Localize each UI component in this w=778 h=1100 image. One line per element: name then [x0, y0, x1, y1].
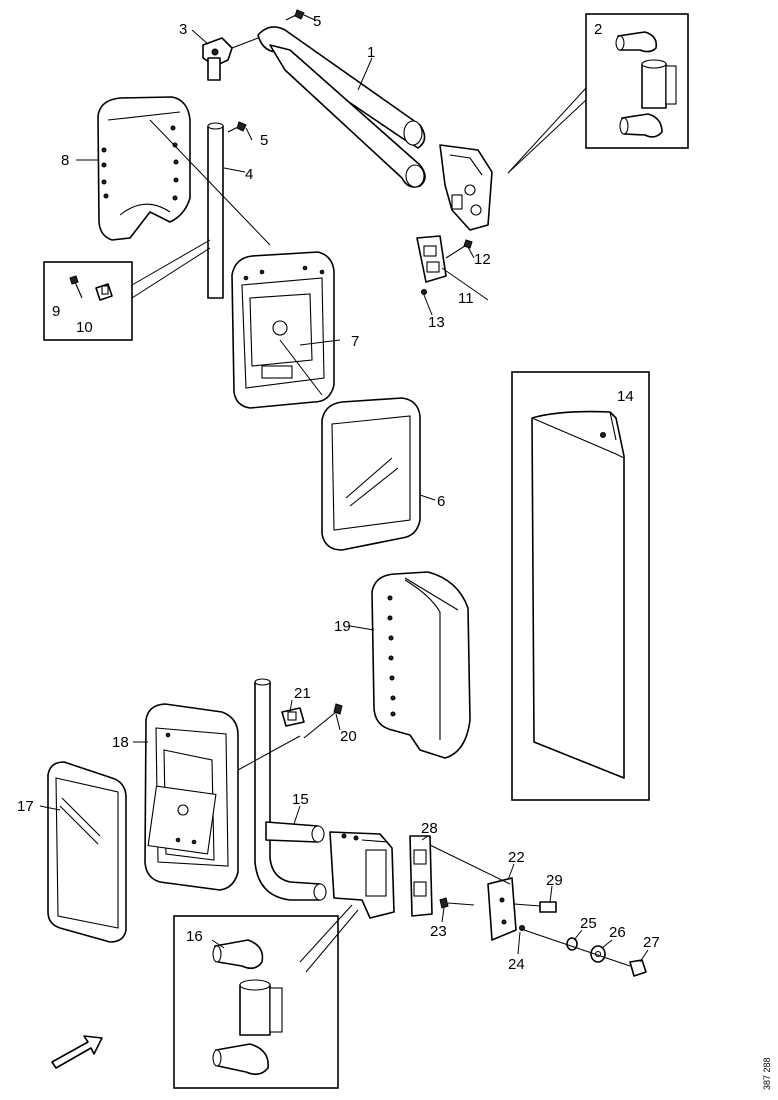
part-3-clamp-block: [202, 37, 259, 81]
part-25-washer: [566, 937, 578, 951]
callout-8: 8: [61, 152, 69, 169]
part-16-hinge-bottom: [212, 1043, 269, 1076]
detail-box-part-2: [585, 13, 689, 149]
callout-15: 15: [292, 791, 309, 808]
part-16-hinge-sleeve: [239, 979, 283, 1036]
part-23-screw: [439, 897, 475, 909]
reference-code: 387 288: [762, 1057, 772, 1090]
callout-23: 23: [430, 923, 447, 940]
leader-lines-upper: [76, 14, 587, 501]
part-19-rear-cover: [371, 571, 471, 759]
part-7-mirror-housing: [231, 251, 335, 409]
callout-13: 13: [428, 314, 445, 331]
callout-5b: 5: [260, 132, 268, 149]
part-20-screw: [303, 703, 343, 739]
callout-25: 25: [580, 915, 597, 932]
callout-16: 16: [186, 928, 203, 945]
part-27-nut: [523, 929, 647, 977]
callout-21: 21: [294, 685, 311, 702]
part-5-screw-top: [285, 9, 305, 21]
callout-6: 6: [437, 493, 445, 510]
callout-7: 7: [351, 333, 359, 350]
callout-14: 14: [617, 388, 634, 405]
part-9-screw: [69, 275, 83, 299]
part-1-mirror-arm: [257, 26, 493, 231]
callout-18: 18: [112, 734, 129, 751]
callout-10: 10: [76, 319, 93, 336]
callout-labels: 1 2 3 5 5 4 8 9 10 7 6 12 11 13 14 19 21…: [17, 13, 660, 973]
part-17-mirror-glass: [47, 761, 127, 943]
part-5-screw-middle: [227, 121, 247, 133]
part-16-hinge-top: [212, 939, 264, 970]
detail-box-part-16: [173, 915, 339, 1089]
part-4-vertical-tube: [207, 122, 224, 299]
part-14-mirror-film: [531, 410, 625, 779]
callout-20: 20: [340, 728, 357, 745]
part-28-bracket: [409, 835, 433, 917]
callout-12: 12: [474, 251, 491, 268]
callout-19: 19: [334, 618, 351, 635]
direction-arrow-icon: [51, 1035, 103, 1069]
detail-box-part-14: [511, 371, 650, 801]
part-11-bracket-plate: [416, 235, 447, 283]
callout-2: 2: [594, 21, 602, 38]
part-15-bent-tube: [254, 678, 327, 901]
callout-27: 27: [643, 934, 660, 951]
part-22-plate: [487, 877, 517, 941]
callout-3: 3: [179, 21, 187, 38]
part-2-hinge-sleeve: [641, 59, 677, 109]
detail-box-parts-9-10: [43, 261, 133, 341]
part-24-spacer: [519, 925, 525, 931]
leader-lines-lower: [39, 625, 649, 973]
part-16-hinge-block: [329, 831, 395, 919]
callout-29: 29: [546, 872, 563, 889]
callout-17: 17: [17, 798, 34, 815]
part-8-rear-cover: [97, 96, 191, 241]
part-2-hinge-top: [615, 31, 658, 53]
part-13-nut: [421, 289, 427, 295]
callout-11: 11: [458, 290, 474, 307]
callout-24: 24: [508, 956, 525, 973]
callout-4: 4: [245, 166, 253, 183]
part-21-clip: [281, 707, 305, 727]
callout-5a: 5: [313, 13, 321, 30]
part-29-nut: [513, 901, 557, 913]
part-26-washer: [590, 945, 606, 963]
part-12-screw: [445, 239, 473, 259]
callout-28: 28: [421, 820, 438, 837]
part-2-hinge-bottom: [619, 113, 663, 138]
part-10-clip: [95, 283, 113, 301]
callout-9: 9: [52, 303, 60, 320]
callout-1: 1: [367, 44, 375, 61]
callout-26: 26: [609, 924, 626, 941]
callout-22: 22: [508, 849, 525, 866]
part-6-mirror-glass: [321, 397, 421, 551]
part-18-mirror-housing: [144, 703, 239, 891]
